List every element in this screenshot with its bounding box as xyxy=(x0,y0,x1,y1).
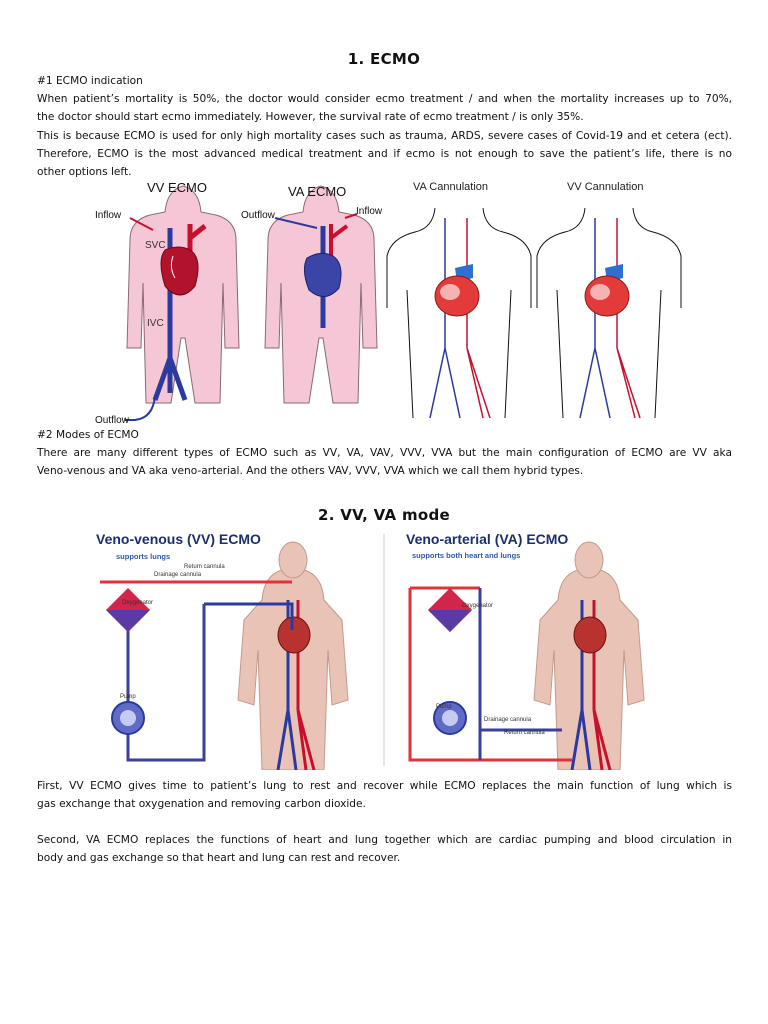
section-heading-ecmo: 1. ECMO xyxy=(347,50,421,68)
text-line: When patient’s mortality is 50%, the doc… xyxy=(37,93,732,106)
text-line: gas exchange that oxygenation and removi… xyxy=(37,798,366,811)
vv-return-label: Return cannula xyxy=(184,564,225,570)
inflow-label: Inflow xyxy=(95,210,122,221)
va-panel-title: Veno-arterial (VA) ECMO xyxy=(406,531,568,547)
va-cannulation-title: VA Cannulation xyxy=(413,181,488,193)
vv-panel-subtitle: supports lungs xyxy=(116,552,170,561)
va-circuit-panel: Veno-arterial (VA) ECMO supports both he… xyxy=(388,530,676,770)
vv-circuit-panel: Veno-venous (VV) ECMO supports lungs Ret… xyxy=(92,530,380,770)
vv-drainage-label: Drainage cannula xyxy=(154,572,202,578)
va-drainage-label: Drainage cannula xyxy=(484,717,532,723)
vv-description-paragraph: First, VV ECMO gives time to patient’s l… xyxy=(37,777,732,813)
vv-cannulation-illustration: VV Cannulation xyxy=(536,181,682,419)
vv-oxygenator-label: Oxygenator xyxy=(122,600,153,606)
vv-panel-title: Veno-venous (VV) ECMO xyxy=(96,531,261,547)
section-heading-vv-va-mode: 2. VV, VA mode xyxy=(317,506,451,524)
text-line: body and gas exchange so that heart and … xyxy=(37,852,401,865)
text-line: Second, VA ECMO replaces the functions o… xyxy=(37,834,732,846)
text-line: There are many different types of ECMO s… xyxy=(37,447,732,460)
text-line: Therefore, ECMO is the most advanced med… xyxy=(37,147,732,160)
text-line: Veno-venous and VA aka veno-arterial. An… xyxy=(37,465,584,478)
svc-label: SVC xyxy=(145,240,166,251)
va-ecmo-illustration: VA ECMO Outflow Inflow xyxy=(241,184,383,404)
va-oxygenator-label: Oxygenator xyxy=(462,603,493,609)
ecmo-anatomy-figure: VV ECMO Inflow SVC IVC Outflow VA ECMO O… xyxy=(95,180,682,426)
indication-label: #1 ECMO indication xyxy=(37,75,143,87)
text-line: other options left. xyxy=(37,166,132,179)
vv-va-circuit-figure: Veno-venous (VV) ECMO supports lungs Ret… xyxy=(92,530,676,770)
vv-pump-label: Pump xyxy=(120,694,136,700)
outflow-label: Outflow xyxy=(95,415,130,426)
inflow-label-va: Inflow xyxy=(356,206,383,217)
outflow-label-va: Outflow xyxy=(241,210,276,221)
text-line: the doctor should start ecmo immediately… xyxy=(37,111,584,124)
vv-ecmo-illustration: VV ECMO Inflow SVC IVC Outflow xyxy=(95,180,240,426)
va-panel-subtitle: supports both heart and lungs xyxy=(412,551,520,560)
va-ecmo-title: VA ECMO xyxy=(288,184,346,199)
vv-ecmo-title: VV ECMO xyxy=(147,180,207,195)
modes-label: #2 Modes of ECMO xyxy=(37,429,139,441)
va-cannulation-illustration: VA Cannulation xyxy=(386,181,532,419)
modes-of-ecmo-paragraph: #2 Modes of ECMO There are many differen… xyxy=(37,426,732,481)
text-line: First, VV ECMO gives time to patient’s l… xyxy=(37,780,732,792)
ecmo-indication-paragraph: #1 ECMO indication When patient’s mortal… xyxy=(37,72,732,181)
vv-cannulation-title: VV Cannulation xyxy=(567,181,643,193)
text-line: This is because ECMO is used for only hi… xyxy=(37,129,732,142)
ivc-label: IVC xyxy=(147,318,164,329)
va-pump-label: Pump xyxy=(436,704,452,710)
va-description-paragraph: Second, VA ECMO replaces the functions o… xyxy=(37,831,732,867)
va-return-label: Return cannula xyxy=(504,730,545,736)
